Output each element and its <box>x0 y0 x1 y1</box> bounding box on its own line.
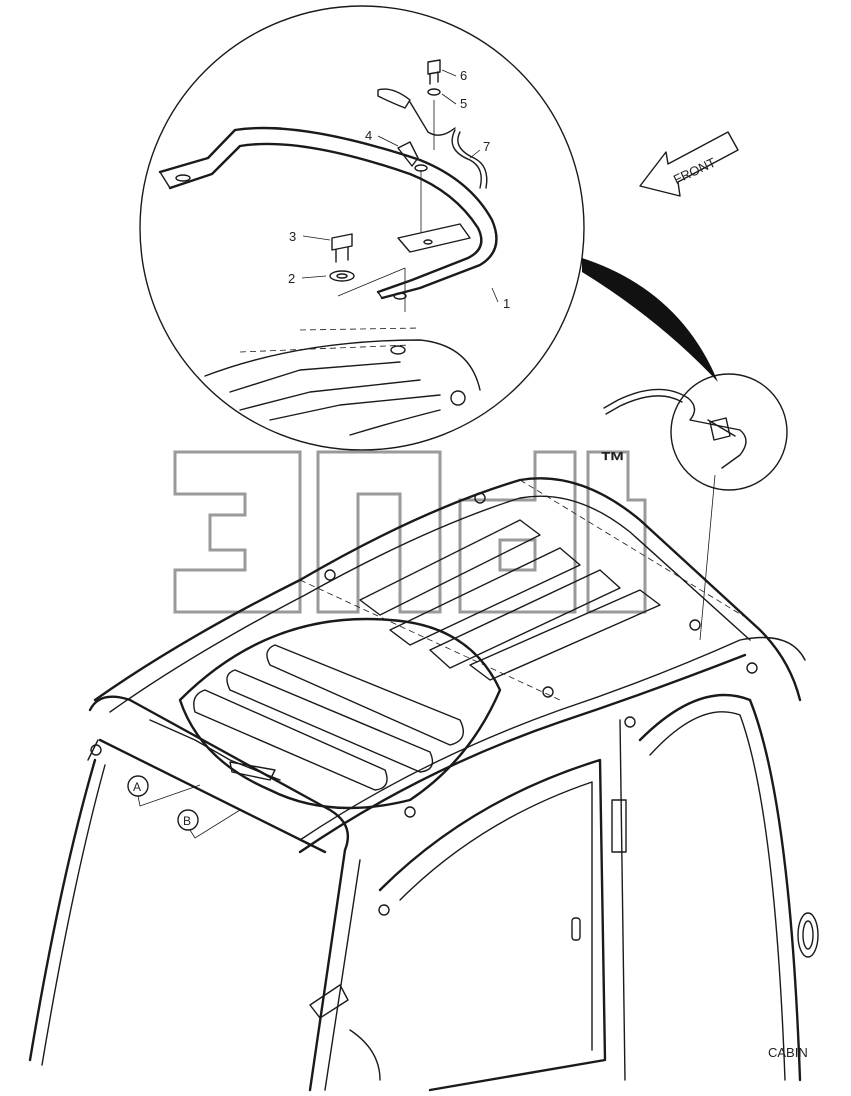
cabin-body <box>28 477 819 1092</box>
watermark: ™ <box>173 446 647 614</box>
detail-circle <box>139 5 585 451</box>
view-ref-b-label: B <box>183 814 191 828</box>
view-ref-a: A <box>127 775 201 807</box>
front-arrow: FRONT <box>639 131 739 197</box>
callout-6: 6 <box>460 68 467 83</box>
section-label: CABIN <box>768 1045 808 1060</box>
callout-4: 4 <box>365 128 372 143</box>
callout-2: 2 <box>288 271 295 286</box>
view-ref-b: B <box>177 809 241 839</box>
callout-1: 1 <box>503 296 510 311</box>
front-label: FRONT <box>671 155 718 188</box>
callout-3: 3 <box>289 229 296 244</box>
callout-5: 5 <box>460 96 467 111</box>
inset-circle <box>603 373 788 641</box>
view-ref-a-label: A <box>133 780 141 794</box>
leader-swoosh <box>582 258 718 382</box>
callout-7: 7 <box>483 139 490 154</box>
watermark-trademark: ™ <box>600 446 626 476</box>
callout-labels: 1 2 3 4 5 6 7 <box>288 68 510 311</box>
